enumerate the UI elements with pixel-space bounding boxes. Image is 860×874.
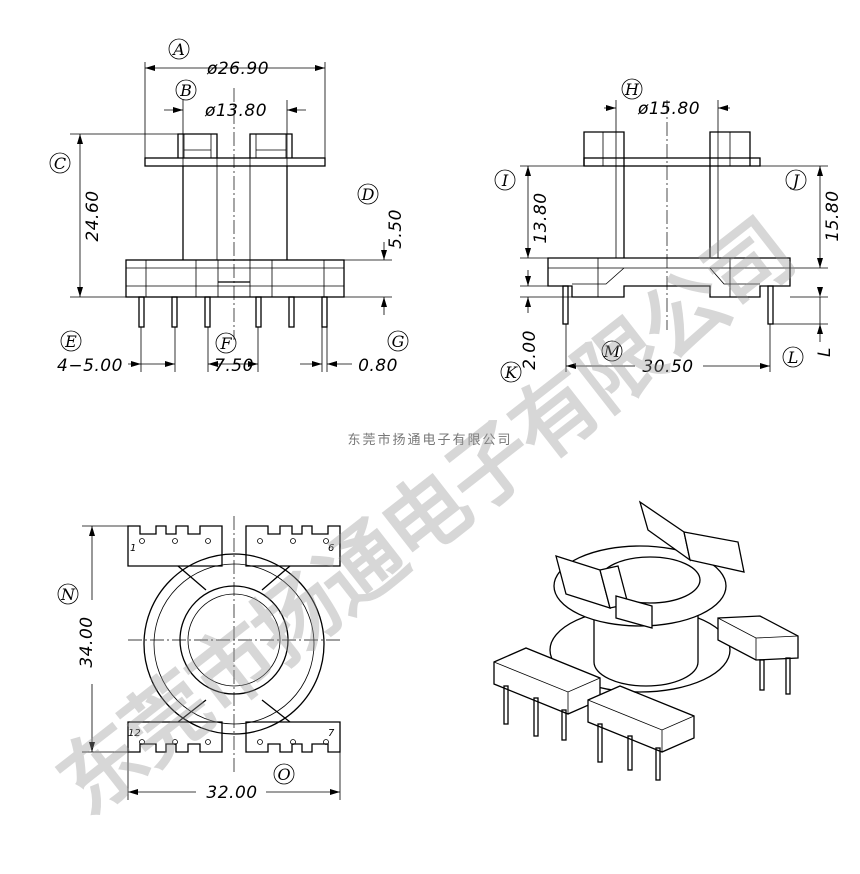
label-H: H xyxy=(624,80,640,99)
dim-G: 0.80 xyxy=(358,356,398,376)
pin-1-label: 1 xyxy=(130,543,136,554)
label-I: I xyxy=(501,171,509,190)
label-K: K xyxy=(504,363,518,382)
dim-H: ø15.80 xyxy=(637,99,700,119)
label-C: C xyxy=(54,154,66,173)
front-pins xyxy=(138,296,328,328)
side-view: H ø15.80 I 13.80 J 15.80 K 2.00 L L M 30… xyxy=(494,78,843,383)
dim-M: 30.50 xyxy=(642,357,693,377)
dim-L: L xyxy=(815,347,835,357)
dim-J: 15.80 xyxy=(823,190,843,241)
dim-B: ø13.80 xyxy=(204,101,267,121)
dim-O: 32.00 xyxy=(206,783,257,803)
label-G: G xyxy=(392,332,405,351)
pin-12-label: 12 xyxy=(128,728,141,739)
watermark: 东莞市扬通电子有限公司 xyxy=(40,201,811,834)
bottom-view: 1 6 12 7 N 34.00 O 32.00 xyxy=(57,516,341,803)
label-D: D xyxy=(361,185,375,204)
label-N: N xyxy=(60,585,76,604)
label-O: O xyxy=(277,765,290,784)
company-name: 东莞市扬通电子有限公司 xyxy=(347,432,512,448)
iso-pins xyxy=(503,657,791,781)
pin-7-label: 7 xyxy=(328,728,335,739)
dim-I: 13.80 xyxy=(531,192,551,243)
dim-N: 34.00 xyxy=(77,616,97,667)
label-E: E xyxy=(64,332,77,351)
label-F: F xyxy=(219,334,232,353)
label-A: A xyxy=(171,40,185,59)
label-J: J xyxy=(790,171,801,190)
dim-F: 7.50 xyxy=(214,356,254,376)
label-M: M xyxy=(603,342,621,361)
dim-K: 2.00 xyxy=(520,330,540,370)
isometric-view xyxy=(493,500,799,781)
dim-D: 5.50 xyxy=(386,209,406,249)
bottom-pin-holes xyxy=(139,538,329,745)
label-L: L xyxy=(787,348,799,367)
dim-E: 4−5.00 xyxy=(57,356,123,376)
pin-6-label: 6 xyxy=(328,543,334,554)
dim-C: 24.60 xyxy=(83,190,103,241)
front-view: A ø26.90 B ø13.80 C 24.60 D 5.50 E 4−5.0… xyxy=(49,38,409,376)
label-B: B xyxy=(179,81,192,100)
dim-A: ø26.90 xyxy=(206,59,269,79)
